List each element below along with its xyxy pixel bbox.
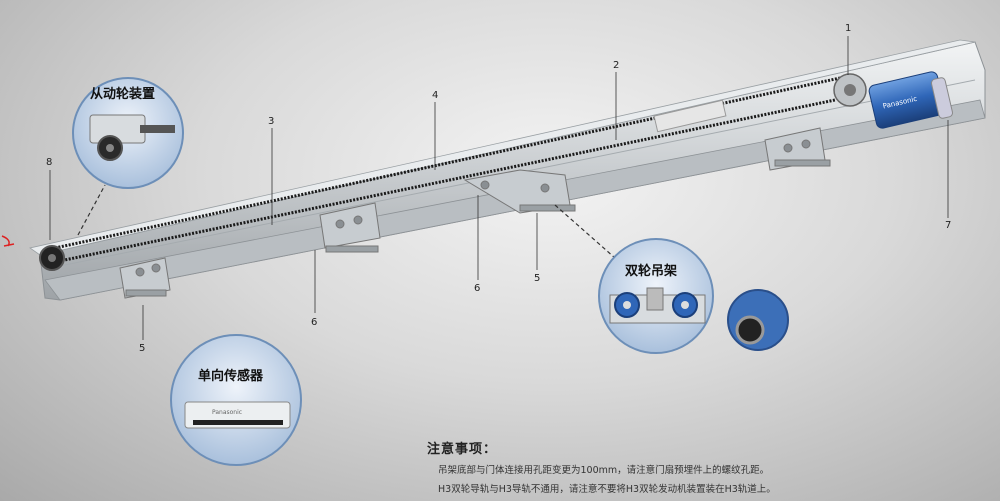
hanger-3 (463, 169, 576, 214)
sensor-bubble (170, 334, 302, 466)
controller-box (653, 99, 727, 133)
double-wheel-part-picture (609, 287, 706, 324)
part-number-6-right: 6 (474, 283, 481, 294)
hanger-2 (319, 202, 381, 253)
hanger-4 (764, 127, 831, 171)
sensor-label: 单向传感器 (198, 369, 264, 384)
driven-wheel-part-picture (89, 114, 175, 161)
notes-title: 注意事项： (427, 442, 498, 457)
driven-wheel-label: 从动轮装置 (90, 87, 156, 102)
part-number-7: 7 (945, 220, 952, 231)
notes-line-1: 吊架底部与门体连接用孔距变更为100mm，请注意门扇预埋件上的螺纹孔距。 (438, 465, 770, 476)
double-wheel-label: 双轮吊架 (625, 264, 678, 279)
part-number-2: 2 (613, 60, 620, 71)
notes-line-2: H3双轮导轨与H3导轨不通用，请注意不要将H3双轮发动机装置装在H3轨道上。 (438, 484, 776, 495)
part-number-1: 1 (845, 23, 852, 34)
part-number-5-right: 5 (534, 273, 541, 284)
part-number-8: 8 (46, 157, 53, 168)
rail-top-face (29, 39, 976, 256)
hanger-1 (119, 257, 171, 299)
svg-text:Panasonic: Panasonic (212, 409, 242, 416)
part-number-6-left: 6 (311, 317, 318, 328)
red-mark (1, 235, 15, 247)
part-number-4: 4 (432, 90, 439, 101)
part-number-3: 3 (268, 116, 275, 127)
part-number-5-left: 5 (139, 343, 146, 354)
